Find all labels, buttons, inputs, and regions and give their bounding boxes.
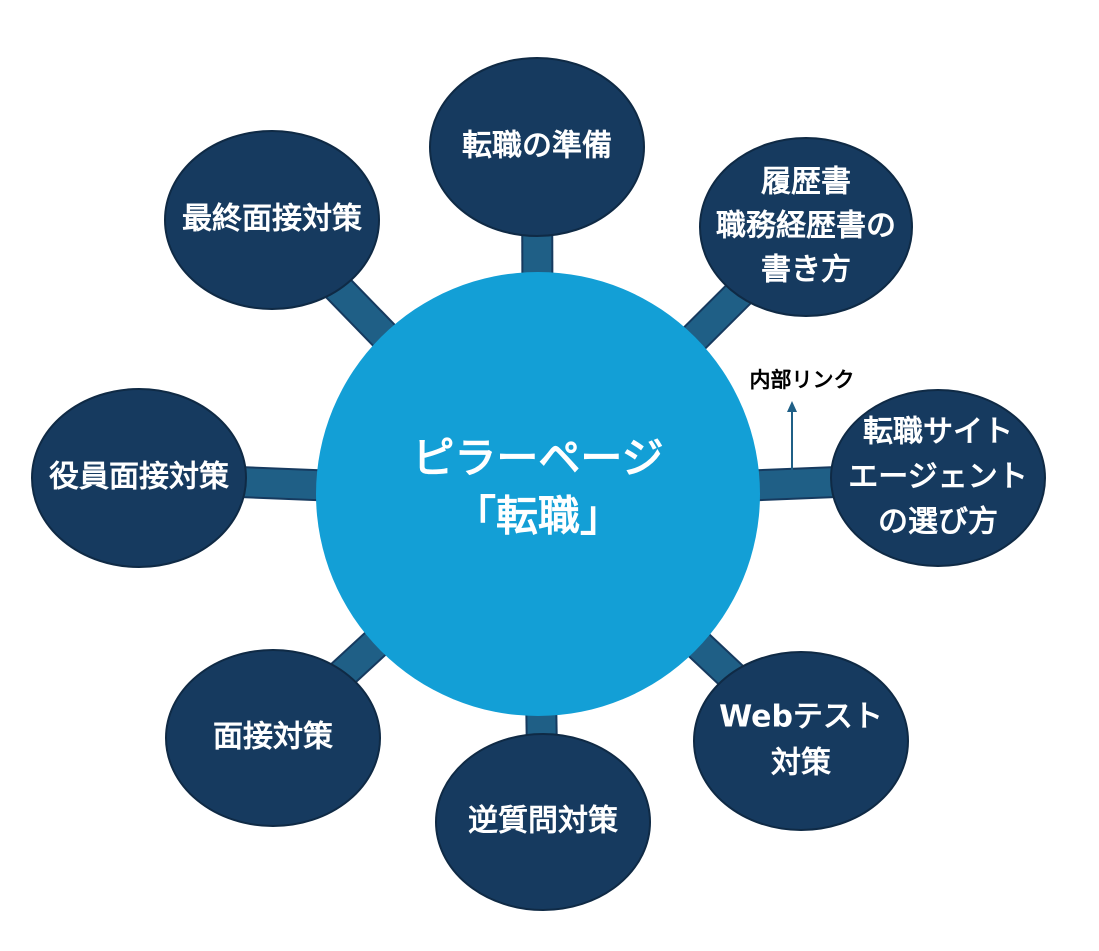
center-label-line: ピラーページ bbox=[412, 434, 663, 483]
node-executive-interview-circle bbox=[31, 388, 247, 568]
node-resume-label-line: 書き方 bbox=[761, 253, 851, 288]
node-webtest-circle bbox=[693, 651, 909, 831]
node-prep-circle bbox=[429, 57, 645, 237]
node-interview-label-line: 面接対策 bbox=[213, 720, 333, 755]
node-sites-label-line: の選び方 bbox=[878, 505, 998, 540]
center-circle bbox=[316, 272, 760, 716]
node-final-interview-circle bbox=[164, 130, 380, 310]
node-reverse-questions-label-line: 逆質問対策 bbox=[468, 804, 618, 839]
center-node: ピラーページ「転職」 bbox=[316, 272, 760, 716]
node-resume-label-line: 職務経歴書の bbox=[716, 209, 896, 244]
internal-link-annotation: 内部リンク bbox=[750, 368, 855, 470]
node-sites-label-line: 転職サイト bbox=[863, 415, 1013, 450]
node-executive-interview: 役員面接対策 bbox=[31, 388, 247, 568]
node-final-interview: 最終面接対策 bbox=[164, 130, 380, 310]
node-reverse-questions: 逆質問対策 bbox=[435, 733, 651, 911]
node-sites-circle bbox=[830, 389, 1046, 567]
node-webtest-label-line: Webテスト bbox=[719, 700, 883, 735]
node-interview-circle bbox=[165, 649, 381, 827]
node-interview: 面接対策 bbox=[165, 649, 381, 827]
node-resume-circle bbox=[699, 137, 913, 317]
node-prep-label-line: 転職の準備 bbox=[462, 129, 612, 164]
internal-link-label: 内部リンク bbox=[750, 368, 855, 392]
node-resume-label-line: 履歴書 bbox=[761, 165, 851, 200]
node-webtest-label-line: 対策 bbox=[771, 746, 831, 781]
node-executive-interview-label-line: 役員面接対策 bbox=[49, 460, 229, 495]
node-reverse-questions-circle bbox=[435, 733, 651, 911]
node-final-interview-label-line: 最終面接対策 bbox=[182, 202, 362, 237]
node-prep: 転職の準備 bbox=[429, 57, 645, 237]
node-sites-label-line: エージェント bbox=[848, 460, 1027, 495]
center-label-line: 「転職」 bbox=[454, 492, 622, 541]
cluster-nodes: 転職の準備履歴書職務経歴書の書き方転職サイトエージェントの選び方Webテスト対策… bbox=[31, 57, 1046, 911]
arrow-up-icon bbox=[787, 401, 797, 412]
